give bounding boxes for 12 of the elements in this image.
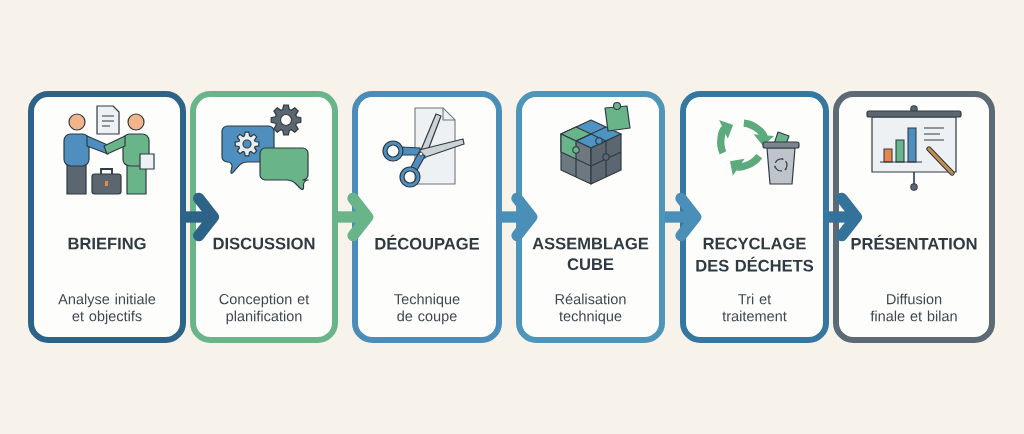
step-title: DISCUSSION [213, 237, 315, 250]
step-description: Analyse initiale et objectifs [58, 293, 156, 325]
step-description: Conception et planification [219, 293, 310, 325]
step-description: Tri et traitement [722, 293, 787, 322]
step-description: Réalisation technique [555, 293, 626, 325]
step-title: DÉCOUPAGE [375, 234, 480, 250]
step-title: BRIEFING [68, 237, 146, 250]
step-title: RECYCLAGE DES DÉCHETS [696, 237, 814, 272]
step-title: ASSEMBLAGE CUBE [532, 237, 649, 271]
step-title: PRÉSENTATION [851, 234, 977, 250]
step-description: Technique de coupe [394, 293, 460, 325]
step-description: Diffusion finale et bilan [870, 293, 957, 322]
